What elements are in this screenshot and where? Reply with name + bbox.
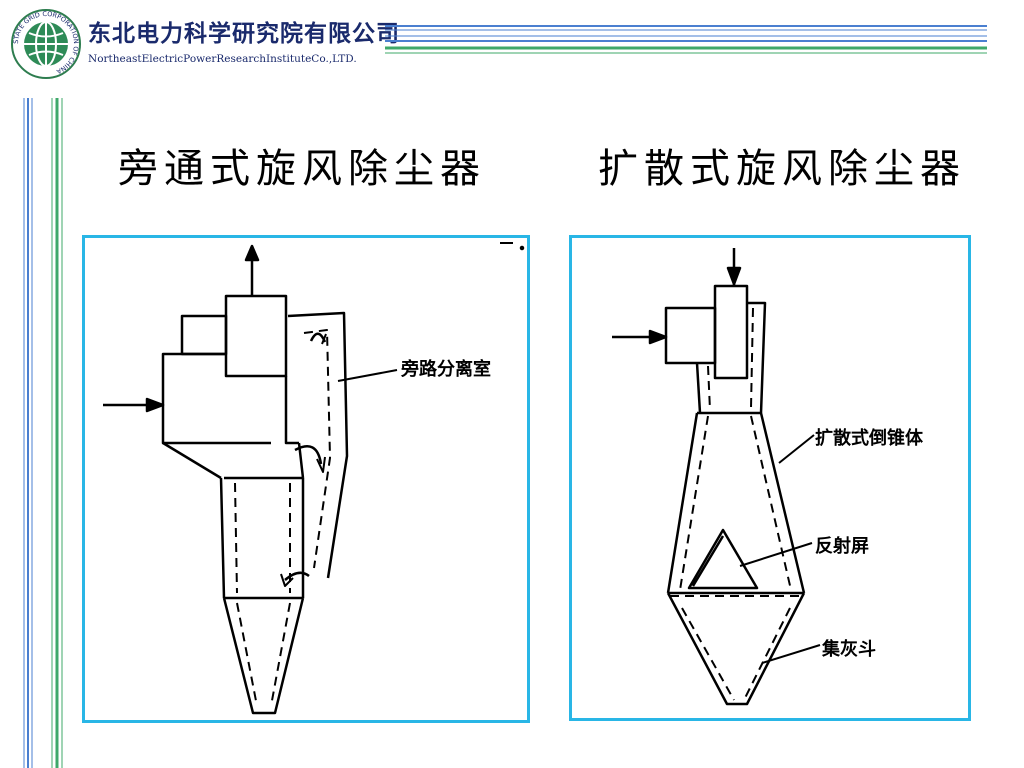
label-dust-hopper: 集灰斗 (822, 639, 876, 660)
bypass-channel-inner (303, 329, 331, 569)
dust-hopper (666, 591, 806, 706)
bypass-cyclone-diagram: 旁路分离室 (82, 235, 530, 723)
outlet-pipe (224, 294, 288, 378)
title-bypass-cyclone: 旁通式旋风除尘器 (118, 146, 486, 192)
label-diffusion-cone: 扩散式倒锥体 (815, 428, 923, 449)
leader-dust-hopper (761, 644, 821, 664)
funnel (162, 441, 305, 480)
cylinder-body (219, 477, 305, 599)
side-box (180, 314, 228, 356)
left-vertical-rule (23, 98, 63, 768)
cone-hopper (222, 596, 305, 715)
state-grid-logo: STATE GRID CORPORATION OF CHINA (11, 9, 81, 79)
side-inlet-box (664, 306, 717, 365)
title-diffusion-cyclone: 扩散式旋风除尘器 (598, 146, 966, 192)
bypass-channel-outer (287, 311, 349, 579)
side-inlet-arrowhead (648, 329, 668, 345)
outlet-pipe (713, 284, 749, 380)
leader-reflective-screen (739, 542, 813, 567)
diffusion-cyclone-drawing (612, 248, 821, 706)
top-inlet-arrowhead (244, 244, 260, 262)
leader-diffusion-cone (778, 434, 815, 464)
vortex-arrow-lower (284, 571, 310, 581)
upper-cylinder (695, 301, 767, 415)
company-name-cn: 东北电力科学研究院有限公司 (88, 21, 400, 47)
header-rule (385, 25, 987, 54)
top-inlet-arrowhead (726, 266, 742, 286)
reflective-screen (687, 528, 759, 590)
inlet-chamber (161, 352, 271, 445)
company-name-en: NortheastElectricPowerResearchInstituteC… (88, 53, 357, 65)
label-bypass-chamber: 旁路分离室 (401, 359, 491, 380)
diffusion-cone (666, 412, 806, 594)
bypass-cyclone-drawing (103, 242, 525, 715)
diffusion-cyclone-diagram: 扩散式倒锥体 反射屏 集灰斗 (569, 235, 971, 721)
label-reflective-screen: 反射屏 (815, 536, 869, 557)
leader-bypass-chamber (337, 369, 398, 382)
side-inlet-arrowhead (145, 397, 165, 413)
vortex-arrow-upper (294, 445, 323, 465)
slide-header: STATE GRID CORPORATION OF CHINA 东北电力科学研究… (0, 0, 1024, 100)
